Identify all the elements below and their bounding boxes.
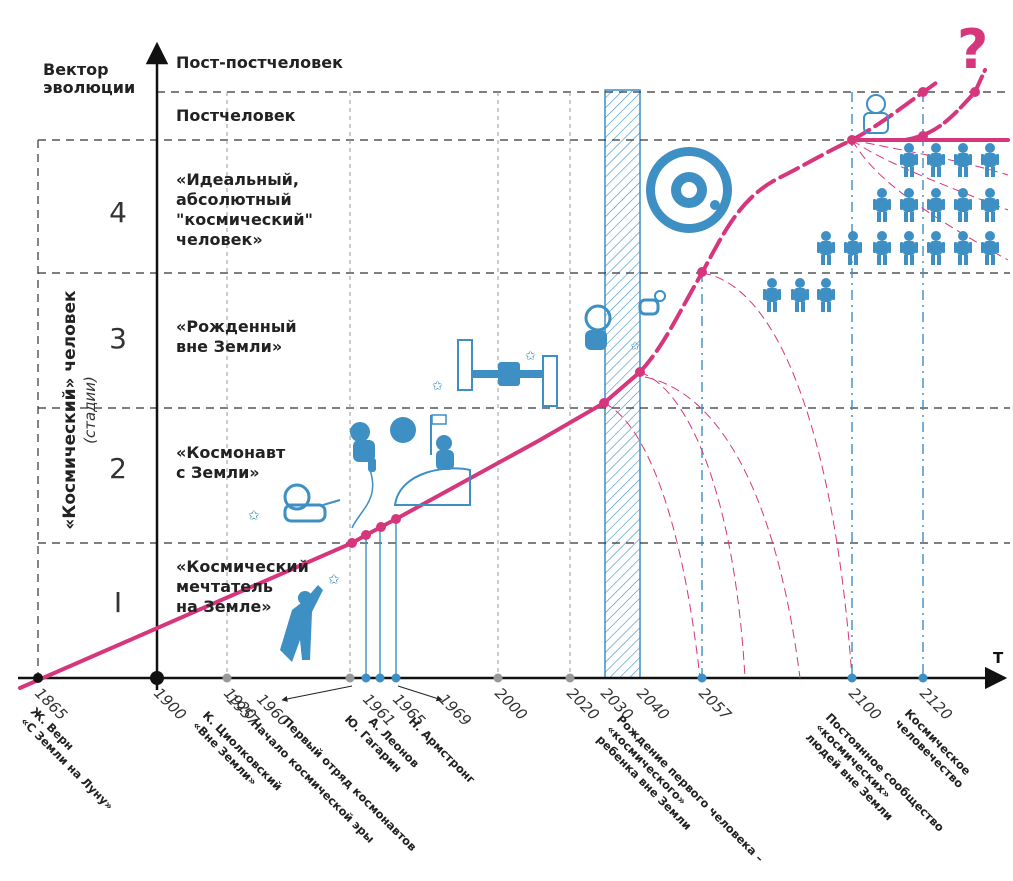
event-label: Н. Армстронг xyxy=(406,714,478,786)
event-label: «С Земли на Луну» xyxy=(18,714,117,813)
space-habitat-icon xyxy=(646,147,732,233)
baby-astronaut-icon xyxy=(584,290,666,350)
x-axis-title: T xyxy=(993,649,1004,667)
milestone-dots xyxy=(347,87,980,548)
level-label: «Космический xyxy=(176,557,309,576)
year-gridlines xyxy=(226,92,571,678)
question-mark: ? xyxy=(957,18,988,81)
level-label: на Земле» xyxy=(176,597,272,616)
level-label: Постчеловек xyxy=(176,106,296,125)
stage-number: 3 xyxy=(109,322,127,355)
level-label: мечтатель xyxy=(176,577,273,596)
event-label: Первый отряд космонавтов xyxy=(280,714,420,854)
star-icon: ✩ xyxy=(248,508,260,524)
moon-icon xyxy=(390,417,416,443)
star-icon: ✩ xyxy=(432,379,443,394)
year-label: 2057 xyxy=(695,684,735,724)
level-label: «Идеальный, xyxy=(176,170,299,189)
level-label: «Рожденный xyxy=(176,317,297,336)
level-gridlines xyxy=(37,91,1010,678)
space-station-icon xyxy=(457,339,558,407)
level-label: «Космонавт xyxy=(176,443,286,462)
level-label: человек» xyxy=(176,230,263,249)
stage-number: 4 xyxy=(109,196,127,229)
stage-number: 2 xyxy=(109,452,127,485)
star-icon: ✩ xyxy=(630,339,640,353)
transition-band xyxy=(604,89,641,679)
astronaut-icon xyxy=(393,414,471,506)
level-label: Пост-постчеловек xyxy=(176,53,343,72)
event-labels: Ж. Верн«С Земли на Луну»К. Циолковский«В… xyxy=(18,704,974,865)
year-label: 2020 xyxy=(563,684,603,724)
stage-axis-subtitle: (стадии) xyxy=(81,376,99,444)
astronaut-icon xyxy=(283,483,341,523)
year-label: 1900 xyxy=(150,684,190,724)
axis-dots xyxy=(33,671,928,685)
astronaut-icon xyxy=(350,422,376,529)
level-label: с Земли» xyxy=(176,463,260,482)
event-pointer-arrows xyxy=(281,685,443,702)
year-label: 2040 xyxy=(633,684,673,724)
event-label: Рождение первого человека – xyxy=(614,712,767,865)
y-axis-title: эволюции xyxy=(43,78,135,97)
year-label: 1969 xyxy=(435,690,475,730)
stage-axis-title: «Космический» человек xyxy=(60,290,80,530)
star-icon: ✩ xyxy=(328,572,340,588)
level-label: абсолютный xyxy=(176,190,292,209)
dreamer-icon xyxy=(280,585,323,662)
level-label: вне Земли» xyxy=(176,337,282,356)
y-axis-title: Вектор xyxy=(43,60,109,79)
level-label: "космический" xyxy=(176,210,313,229)
robot-astronaut-icon xyxy=(863,94,889,134)
stage-number: I xyxy=(114,586,122,619)
year-label: 2000 xyxy=(491,684,531,724)
star-icon: ✩ xyxy=(525,349,536,364)
blue-event-lines xyxy=(365,92,924,678)
year-label: 2100 xyxy=(845,684,885,724)
